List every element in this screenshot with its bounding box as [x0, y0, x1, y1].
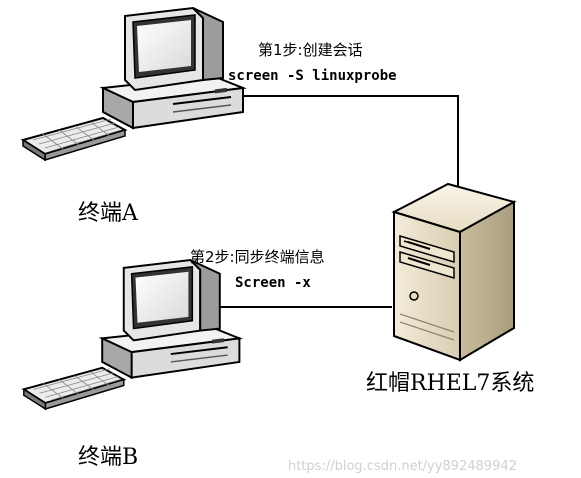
- step2-label: 第2步:同步终端信息: [190, 248, 325, 266]
- terminal-a-desktop-computer-icon: [22, 7, 244, 161]
- terminal-a-label: 终端A: [78, 201, 139, 226]
- step1-label: 第1步:创建会话: [258, 41, 363, 59]
- terminal-b-desktop-computer-icon: [22, 259, 241, 410]
- tower-server-icon: [391, 182, 517, 362]
- terminal-b-label: 终端B: [78, 445, 138, 470]
- connection-line-a: [206, 95, 459, 186]
- server-label: 红帽RHEL7系统: [366, 371, 534, 396]
- step1-command: screen -S linuxprobe: [228, 68, 397, 84]
- watermark: https://blog.csdn.net/yy892489942: [288, 459, 517, 474]
- step2-command: Screen -x: [235, 275, 311, 291]
